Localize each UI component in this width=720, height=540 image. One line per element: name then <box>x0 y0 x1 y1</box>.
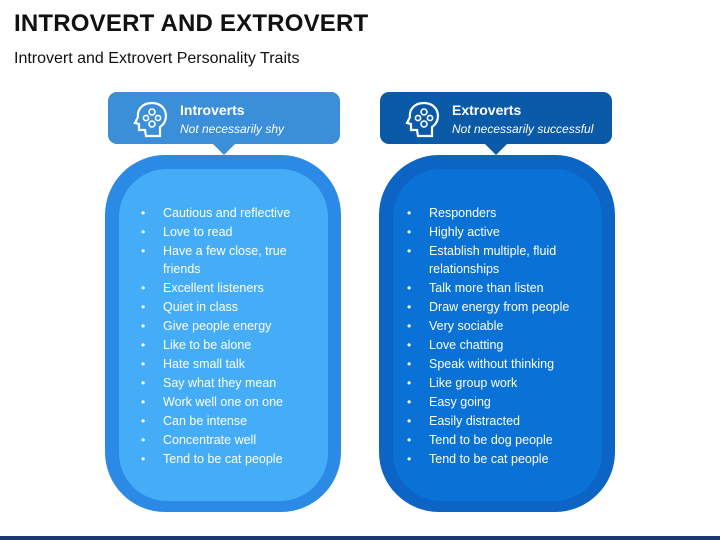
header-pointer <box>212 143 236 155</box>
footer-bar <box>0 536 720 540</box>
header-pointer <box>484 143 508 155</box>
page-title: INTROVERT AND EXTROVERT <box>14 10 369 37</box>
list-item: Have a few close, true friends <box>137 242 317 278</box>
list-item: Hate small talk <box>137 355 317 373</box>
list-item: Tend to be dog people <box>403 431 593 449</box>
list-item: Cautious and reflective <box>137 204 317 222</box>
extroverts-tagline: Not necessarily successful <box>452 122 594 136</box>
list-item: Easy going <box>403 393 593 411</box>
list-item: Work well one on one <box>137 393 317 411</box>
list-item: Very sociable <box>403 317 593 335</box>
introverts-tagline: Not necessarily shy <box>180 122 285 136</box>
list-item: Excellent listeners <box>137 279 317 297</box>
list-item: Responders <box>403 204 593 222</box>
list-item: Tend to be cat people <box>403 450 593 468</box>
list-item: Like to be alone <box>137 336 317 354</box>
head-gears-icon <box>405 101 440 138</box>
list-item: Talk more than listen <box>403 279 593 297</box>
list-item: Concentrate well <box>137 431 317 449</box>
list-item: Love to read <box>137 223 317 241</box>
extroverts-title: Extroverts <box>452 102 522 118</box>
list-item: Like group work <box>403 374 593 392</box>
list-item: Draw energy from people <box>403 298 593 316</box>
head-gears-icon <box>133 101 168 138</box>
list-item: Love chatting <box>403 336 593 354</box>
list-item: Can be intense <box>137 412 317 430</box>
list-item: Quiet in class <box>137 298 317 316</box>
list-item: Speak without thinking <box>403 355 593 373</box>
list-item: Tend to be cat people <box>137 450 317 468</box>
extroverts-header: Extroverts Not necessarily successful <box>380 92 612 155</box>
page-subtitle: Introvert and Extrovert Personality Trai… <box>14 50 300 67</box>
introverts-header: Introverts Not necessarily shy <box>108 92 340 155</box>
introverts-trait-list: Cautious and reflective Love to read Hav… <box>137 204 317 469</box>
list-item: Say what they mean <box>137 374 317 392</box>
introverts-title: Introverts <box>180 102 245 118</box>
list-item: Highly active <box>403 223 593 241</box>
extroverts-trait-list: Responders Highly active Establish multi… <box>403 204 593 469</box>
list-item: Give people energy <box>137 317 317 335</box>
list-item: Easily distracted <box>403 412 593 430</box>
list-item: Establish multiple, fluid relationships <box>403 242 593 278</box>
